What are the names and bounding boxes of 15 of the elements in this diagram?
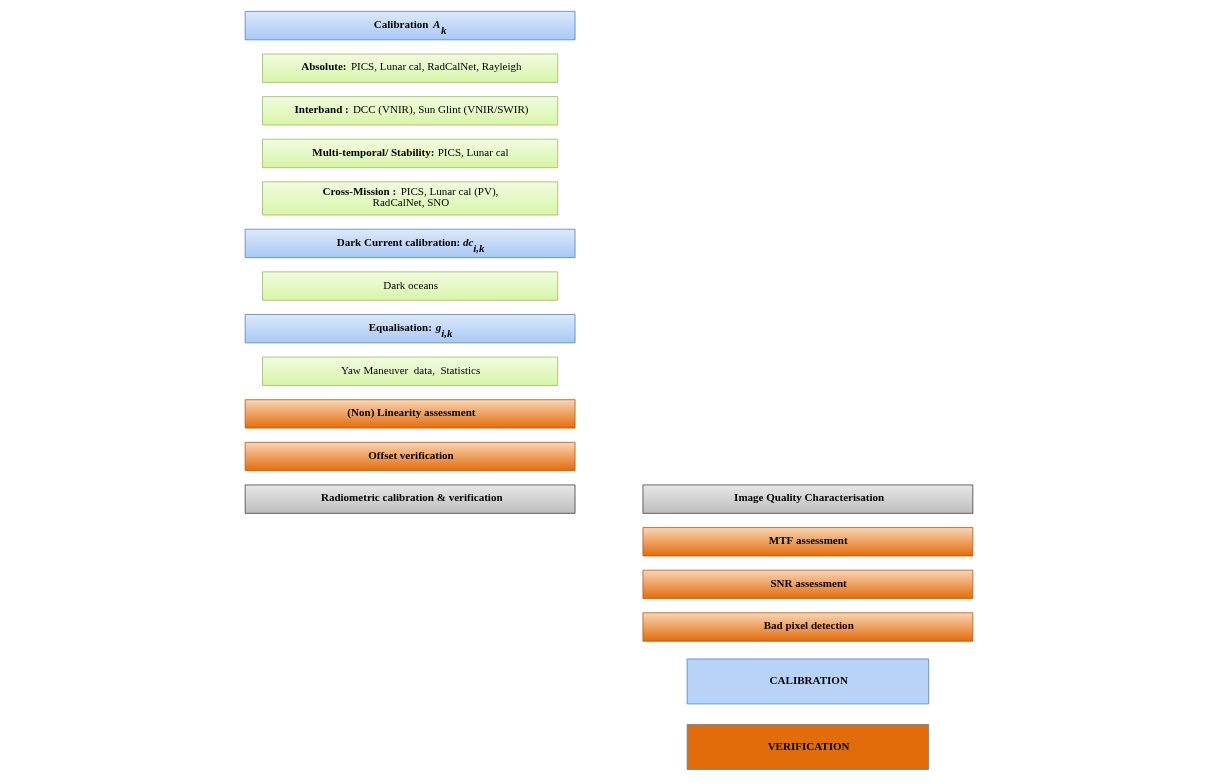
- node-box: Yaw Maneuver data, Statistics: [261, 356, 558, 386]
- node-box: Offset verification: [244, 441, 575, 472]
- node-box: MTF assessment: [642, 527, 973, 557]
- node-box: Dark oceans: [261, 271, 558, 301]
- node-box: Radiometric calibration & verification: [244, 484, 575, 514]
- legend-label: VERIFICATION: [767, 739, 850, 752]
- node-box: Image Quality Characterisation: [642, 484, 973, 514]
- node-box: Multi-temporal/ Stability: PICS, Lunar cal: [261, 138, 558, 169]
- node-box: Absolute: PICS, Lunar cal, RadCalNet, Rayleigh: [261, 53, 558, 83]
- node-box: Interband : DCC (VNIR), Sun Glint (VNIR/SWIR): [261, 96, 558, 126]
- node-box: Bad pixel detection: [642, 612, 973, 642]
- node-box: (Non) Linearity assessment: [244, 399, 575, 429]
- node-box: SNR assessment: [642, 569, 973, 599]
- node-box: Cross-Mission : PICS, Lunar cal (PV), RadCalNet, SNO: [261, 181, 558, 216]
- legend-label: CALIBRATION: [769, 673, 848, 686]
